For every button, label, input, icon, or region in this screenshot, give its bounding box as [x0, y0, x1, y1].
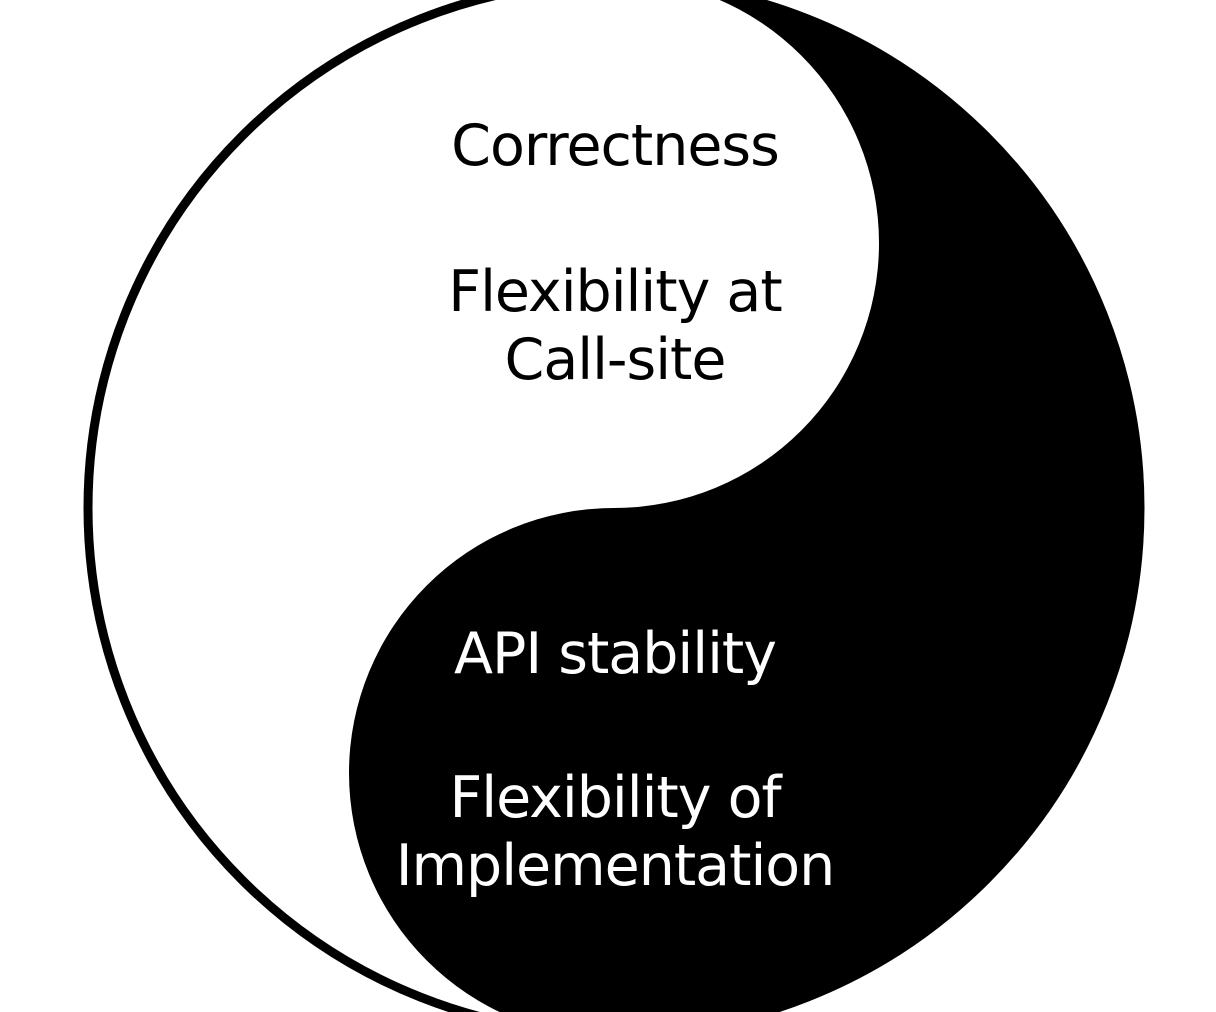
label-flexibility-at-call-site: Flexibility at Call-site — [300, 258, 930, 394]
yin-region — [349, 0, 1144, 1012]
label-correctness: Correctness — [300, 112, 930, 180]
label-line: Correctness — [451, 113, 780, 179]
label-api-stability: API stability — [300, 620, 930, 688]
label-line: API stability — [453, 621, 777, 687]
label-line: Implementation — [395, 833, 836, 899]
label-line: Flexibility of — [449, 765, 781, 831]
label-line: Call-site — [504, 327, 727, 393]
label-line: Flexibility at — [448, 259, 782, 325]
outer-ring — [83, 0, 1145, 1012]
label-flexibility-of-implementation: Flexibility of Implementation — [300, 764, 930, 900]
